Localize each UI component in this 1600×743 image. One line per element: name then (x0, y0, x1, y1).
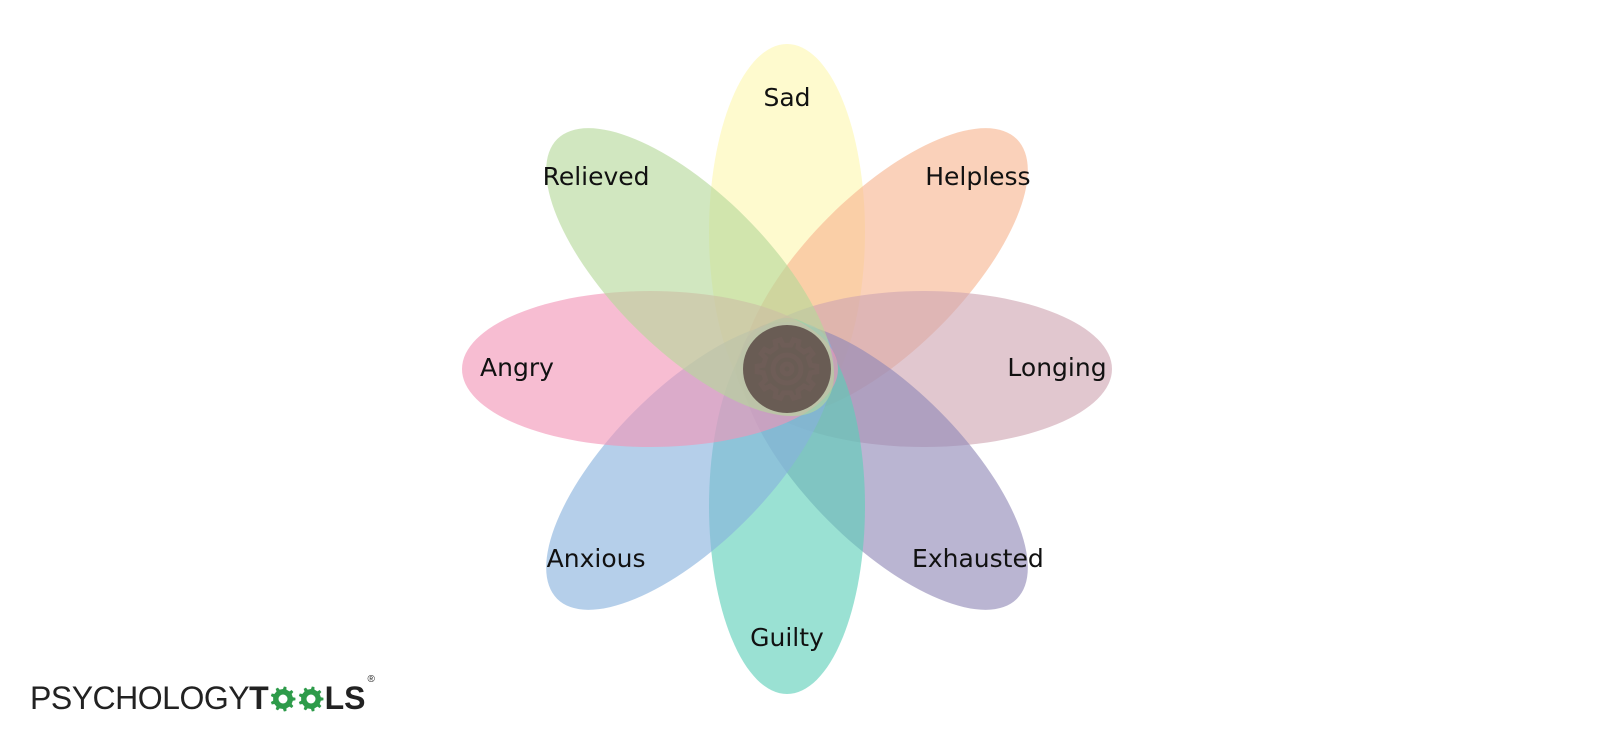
petal-label-guilty: Guilty (750, 623, 824, 652)
petal-label-sad: Sad (763, 83, 810, 112)
center-gear-icon (743, 325, 831, 413)
center-gear-ring (770, 352, 804, 386)
gear-icon (298, 686, 324, 712)
petal-label-longing: Longing (1007, 353, 1106, 382)
petal-label-relieved: Relieved (543, 162, 650, 191)
psychologytools-logo: PSYCHOLOGY T LS ® (30, 674, 375, 716)
gear-icon (270, 686, 296, 712)
logo-letter-t: T (249, 680, 269, 716)
logo-letters-ls: LS (324, 680, 366, 716)
petal-label-helpless: Helpless (925, 162, 1030, 191)
center-gear-hub (779, 361, 795, 377)
logo-word-tools: T LS (249, 682, 365, 714)
petal-label-angry: Angry (480, 353, 554, 382)
petal-label-anxious: Anxious (547, 544, 646, 573)
logo-word-psychology: PSYCHOLOGY (30, 680, 250, 716)
registered-mark: ® (367, 674, 375, 685)
center-gear-outline (754, 336, 820, 402)
petal-label-exhausted: Exhausted (912, 544, 1044, 573)
petals-group (462, 44, 1112, 694)
